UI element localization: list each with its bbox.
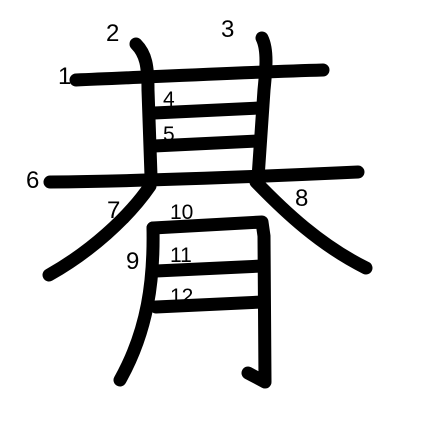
stroke-number-5: 5	[163, 123, 175, 146]
stroke-2	[129, 37, 158, 183]
stroke-number-10: 10	[170, 201, 193, 224]
stroke-number-3: 3	[221, 16, 234, 43]
stroke-7	[42, 179, 157, 282]
stroke-number-11: 11	[170, 244, 192, 267]
stroke-12	[149, 295, 269, 314]
stroke-number-8: 8	[295, 185, 308, 212]
stroke-number-2: 2	[106, 20, 119, 47]
stroke-3	[251, 31, 273, 185]
stroke-number-9: 9	[126, 248, 139, 275]
stroke-number-4: 4	[163, 88, 175, 111]
stroke-number-12: 12	[170, 285, 193, 308]
stroke-number-1: 1	[58, 63, 71, 90]
stroke-9	[113, 221, 160, 387]
stroke-8	[249, 175, 373, 275]
stroke-10	[146, 215, 272, 389]
stroke-5	[147, 134, 265, 153]
stroke-number-6: 6	[26, 167, 39, 194]
stroke-number-7: 7	[107, 197, 120, 224]
stroke-4	[147, 101, 267, 120]
stroke-6	[43, 165, 365, 189]
stroke-order-numbers: 1 2 3 4 5 6 7 8 9 10 11 12	[26, 16, 308, 308]
stroke-1	[69, 63, 330, 87]
character-strokes	[42, 31, 373, 389]
stroke-11	[149, 259, 269, 278]
